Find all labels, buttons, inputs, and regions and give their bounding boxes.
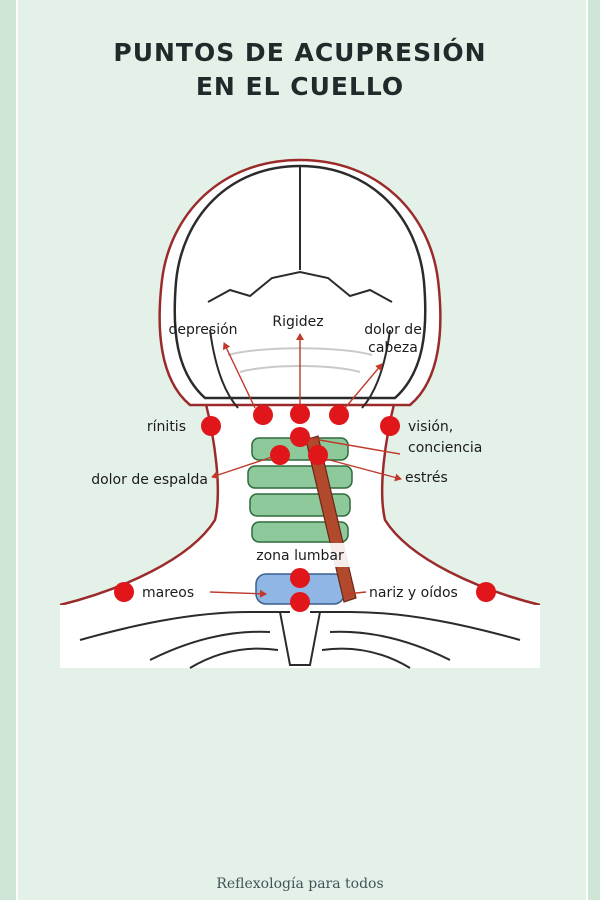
point-mareos xyxy=(114,582,134,602)
label-dolor-cabeza-1: dolor de xyxy=(364,322,422,338)
label-zona-lumbar: zona lumbar xyxy=(256,548,344,564)
label-vision-2: conciencia xyxy=(408,440,482,456)
point-upper-left xyxy=(253,405,273,425)
point-lumbar-lower xyxy=(290,592,310,612)
label-mareos: mareos xyxy=(142,585,194,601)
label-estres: estrés xyxy=(405,470,448,486)
label-vision-1: visión, xyxy=(408,419,453,435)
arrow-vision xyxy=(307,437,401,455)
zona-lumbar-label-bg xyxy=(249,543,351,567)
point-dolor-espalda xyxy=(270,445,290,465)
arrow-dolor-espalda xyxy=(211,456,273,479)
point-rinitis xyxy=(201,416,221,436)
point-upper-right xyxy=(329,405,349,425)
arrow-estres xyxy=(325,458,402,482)
title-line-2: EN EL CUELLO xyxy=(195,72,405,101)
label-depresion: depresión xyxy=(168,322,237,338)
label-rigidez: Rigidez xyxy=(272,314,323,330)
acupressure-points xyxy=(114,404,496,612)
title-line-1: PUNTOS DE ACUPRESIÓN xyxy=(113,38,487,67)
arrow-mareos xyxy=(209,589,267,598)
label-rinitis: rínitis xyxy=(147,419,186,435)
point-lumbar-upper xyxy=(290,568,310,588)
point-center xyxy=(290,427,310,447)
label-dolor-cabeza-2: cabeza xyxy=(368,340,418,356)
footer-credit: Reflexología para todos xyxy=(216,876,384,892)
point-upper-center xyxy=(290,404,310,424)
point-vision xyxy=(380,416,400,436)
labels: depresión Rigidez dolor de cabeza ríniti… xyxy=(91,314,482,601)
arrow-nariz xyxy=(345,591,367,595)
shoulder-bones xyxy=(79,611,521,669)
label-nariz-oidos: nariz y oídos xyxy=(369,585,458,601)
arrow-dolor-cabeza xyxy=(344,363,383,409)
arrow-depresion xyxy=(222,342,256,409)
point-estres xyxy=(308,445,328,465)
point-nariz-oidos xyxy=(476,582,496,602)
label-dolor-espalda: dolor de espalda xyxy=(91,472,208,488)
arrows xyxy=(209,333,402,598)
